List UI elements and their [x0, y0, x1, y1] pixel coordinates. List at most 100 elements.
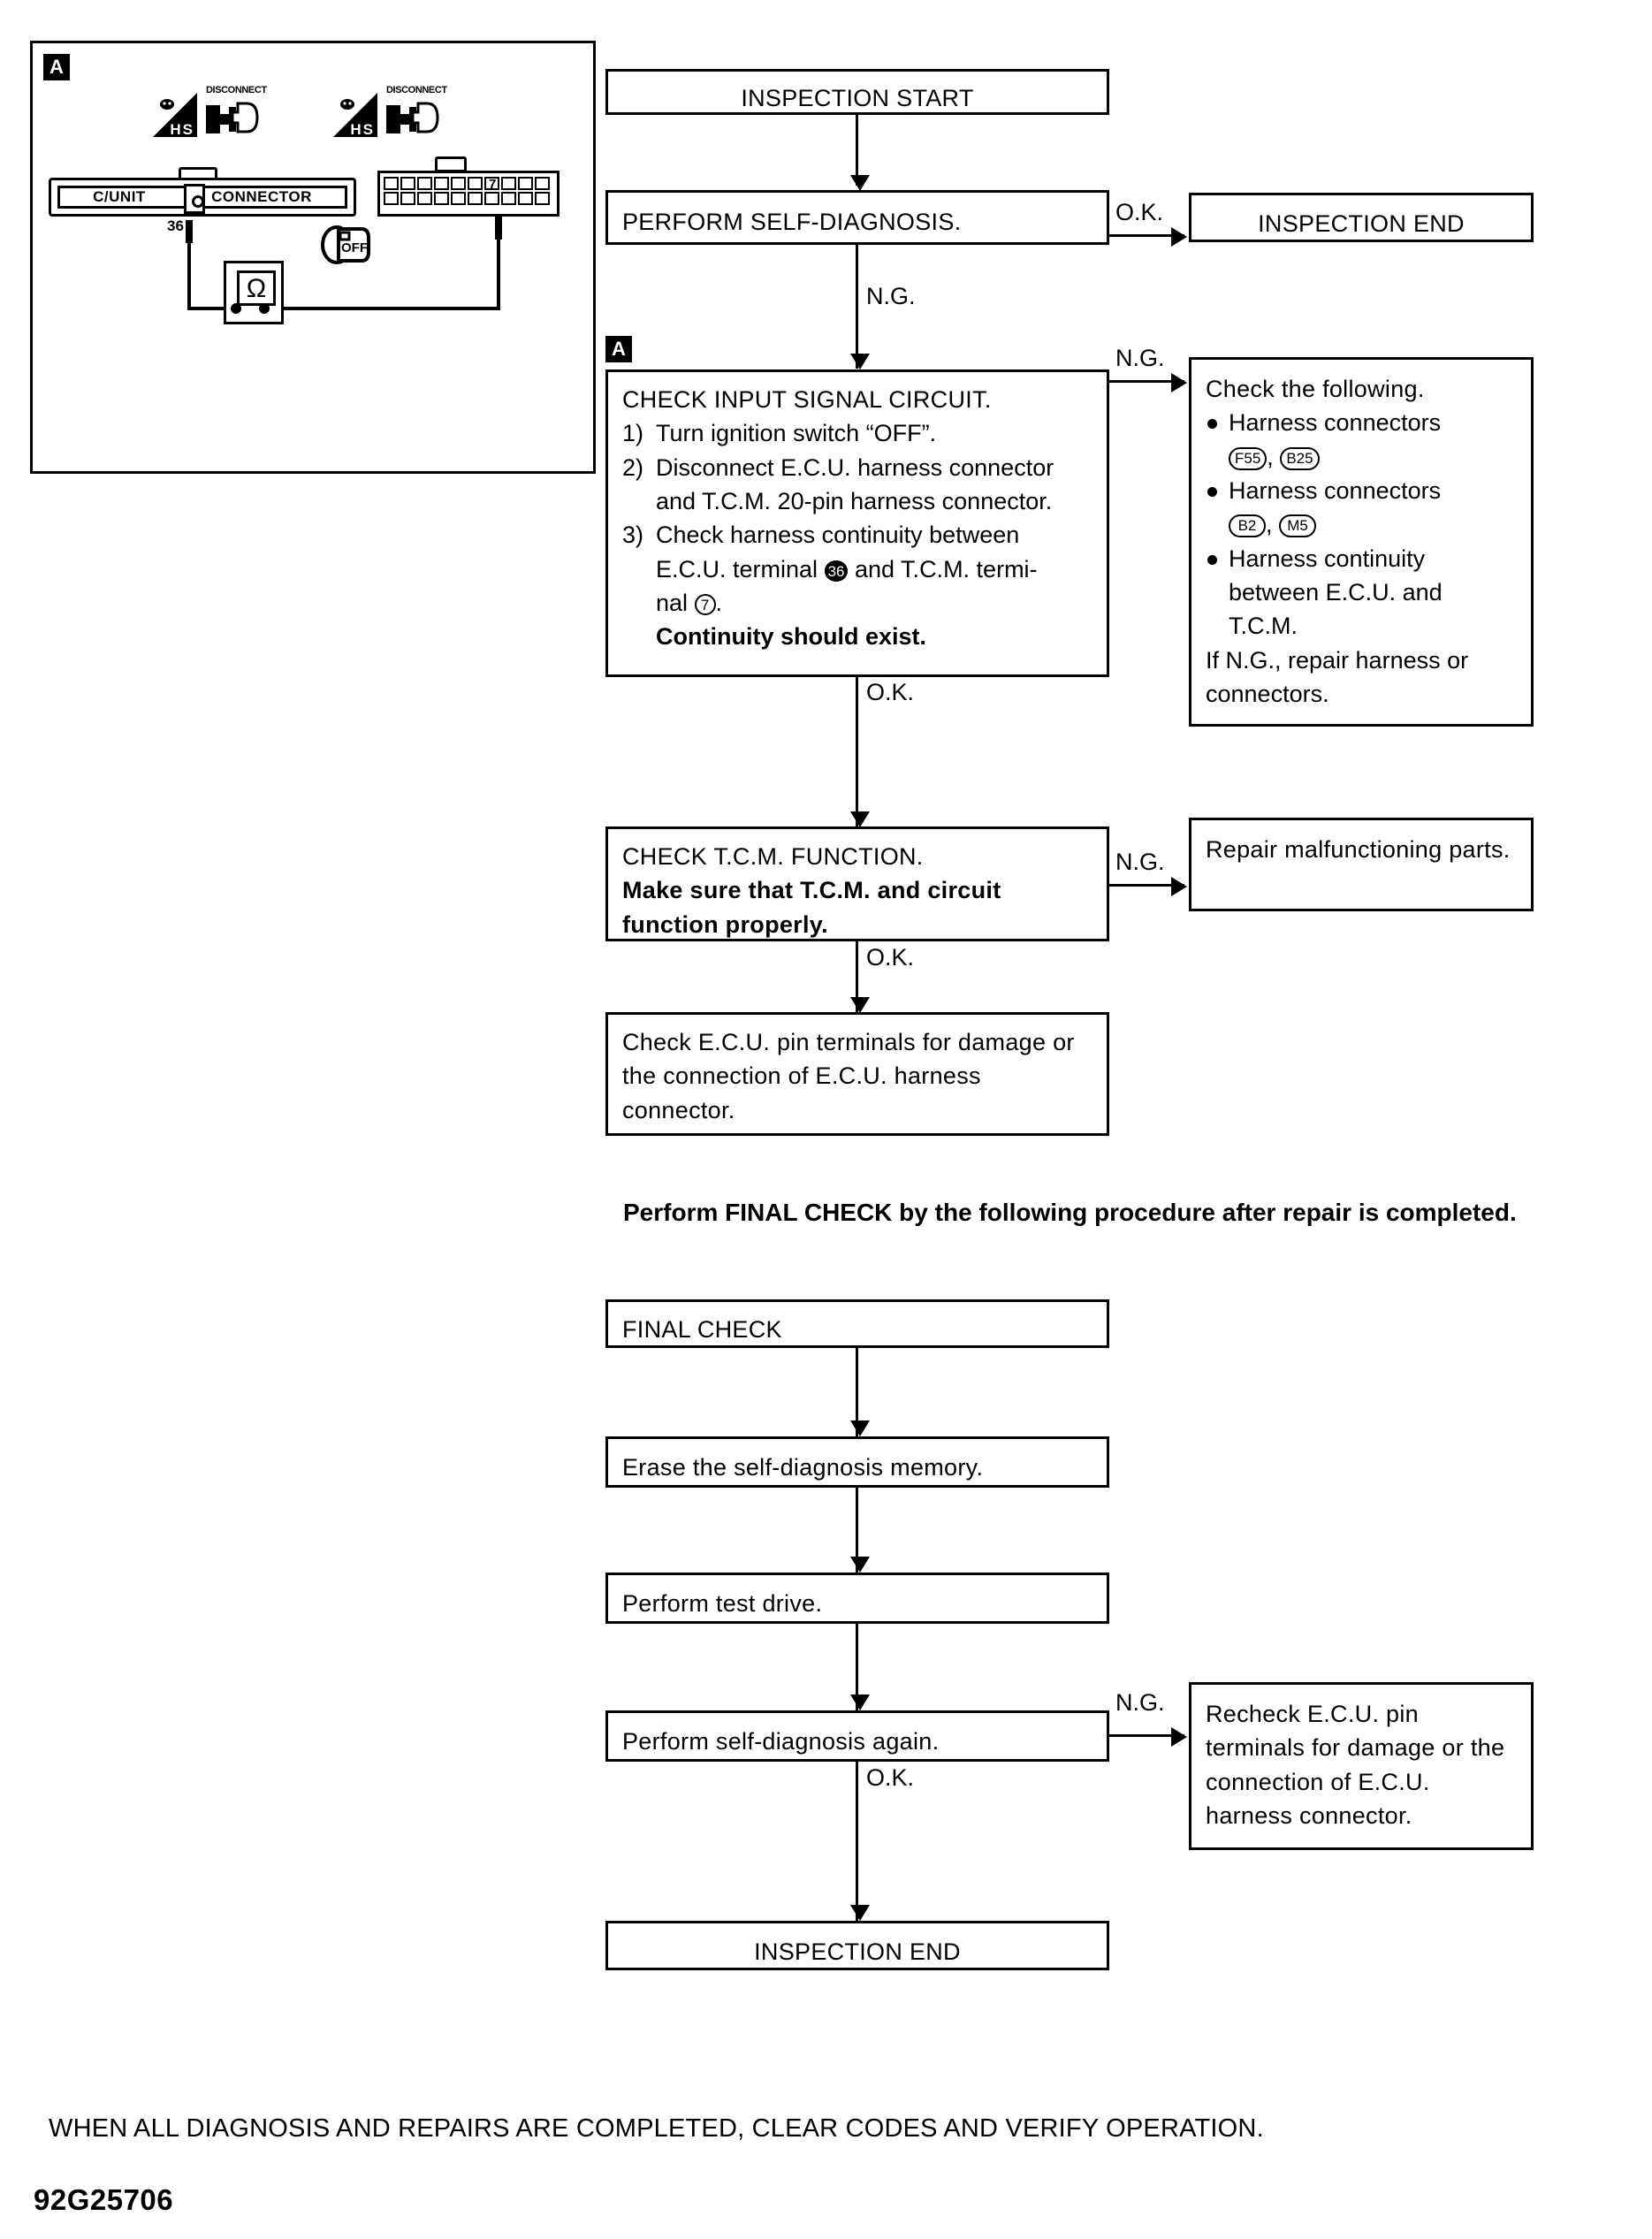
check-input-conclusion: Continuity should exist. — [656, 623, 927, 651]
disconnect-label-2: DISCONNECT — [386, 85, 447, 95]
step-2: 2) Disconnect E.C.U. harness connector — [622, 453, 1054, 481]
connector-code-b25: B25 — [1280, 446, 1320, 470]
box-repair-malfunctioning-parts: Repair malfunctioning parts. — [1189, 818, 1534, 911]
box-self-diagnosis-again: Perform self-diagnosis again. — [605, 1710, 1109, 1762]
ecu-terminal-circle: 36 — [824, 560, 849, 582]
arrowhead-selfdiag-ng — [850, 354, 870, 369]
ohm-symbol: Ω — [237, 270, 276, 306]
disconnect-label-1: DISCONNECT — [206, 85, 267, 95]
flow-marker-a: A — [605, 336, 632, 362]
page-code: 92G25706 — [34, 2183, 174, 2216]
box-check-tcm-function: CHECK T.C.M. FUNCTION. Make sure that T.… — [605, 826, 1109, 941]
arrowhead-checkinput-ng — [1171, 373, 1187, 392]
meter-terminal-left — [231, 303, 241, 314]
connector-code-f55: F55 — [1229, 446, 1268, 470]
box-perform-self-diagnosis: PERFORM SELF-DIAGNOSIS. — [605, 190, 1109, 245]
box-inspection-start: INSPECTION START — [605, 69, 1109, 115]
box-final-check: FINAL CHECK — [605, 1299, 1109, 1348]
arrowhead-tcm-ng — [1171, 877, 1187, 896]
ecu-strip-key-slot — [184, 184, 205, 214]
box-perform-test-drive: Perform test drive. — [605, 1573, 1109, 1624]
arrowhead-selfdiag2-ng — [1171, 1727, 1187, 1747]
check-input-steps: 1) Turn ignition switch “OFF”. 2) Discon… — [622, 416, 1092, 653]
edge-label-ng-4: N.G. — [1115, 1689, 1165, 1716]
arrowhead-selfdiag-ok — [1171, 227, 1187, 247]
lead-left-vertical — [187, 243, 191, 310]
step-3-cont-a: E.C.U. terminal 36 and T.C.M. termi- — [656, 555, 1038, 583]
ecu-strip-left-label: C/UNIT — [93, 188, 146, 205]
hs-label-2: HS — [350, 121, 375, 137]
connector-start-to-selfdiag — [856, 115, 858, 186]
step-1: 1) Turn ignition switch “OFF”. — [622, 420, 937, 447]
arrowhead-testdrive-selfdiag — [850, 1694, 870, 1710]
edge-label-ng-1: N.G. — [866, 283, 916, 309]
edge-label-ok-3: O.K. — [866, 944, 915, 971]
bullet-harness-connectors-2: Harness connectors B2, M5 — [1206, 474, 1517, 542]
arrowhead-checkinput-ok — [850, 811, 870, 827]
connector-erase-testdrive — [856, 1488, 858, 1573]
probe-tip-left — [186, 220, 193, 243]
connector-finalcheck-erase — [856, 1348, 858, 1436]
connector-tcm-ok — [856, 941, 858, 1012]
hs-badge-icon-2: HS — [333, 93, 377, 137]
probe-tip-right — [495, 217, 502, 240]
ecu-strip-right-label: CONNECTOR — [211, 188, 312, 205]
tcm-terminal-circle: 7 — [694, 593, 716, 615]
pin-row-bottom — [384, 192, 553, 205]
connector-testdrive-selfdiag — [856, 1624, 858, 1710]
pin-row-top — [384, 177, 553, 190]
hs-badge-icon-1: HS — [153, 93, 197, 137]
svg-text:OFF: OFF — [341, 240, 368, 255]
box-check-the-following: Check the following. Harness connectors … — [1189, 357, 1534, 727]
disconnect-plug-icon-1 — [206, 102, 259, 133]
lead-right-horizontal — [264, 307, 500, 310]
connector-selfdiag2-ng — [1109, 1734, 1184, 1737]
hs-label-1: HS — [170, 121, 194, 137]
connector-tcm-ng — [1109, 884, 1184, 887]
connector-checkinput-ng — [1109, 380, 1184, 383]
edge-label-ok-4: O.K. — [866, 1764, 915, 1791]
arrowhead-finalcheck-erase — [850, 1420, 870, 1436]
edge-label-ng-3: N.G. — [1115, 849, 1165, 875]
tcm-terminal-number: 7 — [489, 177, 497, 192]
meter-terminal-right — [259, 303, 270, 314]
edge-label-ok-1: O.K. — [1115, 199, 1164, 225]
arrowhead-tcm-ok — [850, 997, 870, 1013]
check-following-bullets: Harness connectors F55, B25 Harness conn… — [1206, 406, 1517, 643]
edge-label-ok-2: O.K. — [866, 679, 915, 705]
ecu-terminal-number: 36 — [167, 217, 184, 234]
arrowhead-erase-testdrive — [850, 1557, 870, 1573]
ignition-off-icon: OFF — [321, 225, 370, 264]
lead-right-vertical — [497, 240, 500, 310]
box-inspection-end-bottom: INSPECTION END — [605, 1921, 1109, 1970]
arrowhead-start-to-selfdiag — [850, 175, 870, 191]
connector-selfdiag-ok — [1109, 234, 1184, 237]
ecu-connector-strip: C/UNIT CONNECTOR — [49, 178, 356, 217]
check-following-footer: If N.G., repair harness or connectors. — [1206, 646, 1469, 707]
box-erase-memory: Erase the self-diagnosis memory. — [605, 1436, 1109, 1488]
box-recheck-ecu-pins: Recheck E.C.U. pin terminals for damage … — [1189, 1682, 1534, 1850]
bullet-harness-continuity: Harness continuity between E.C.U. and T.… — [1206, 542, 1517, 644]
step-3: 3) Check harness continuity between — [622, 522, 1020, 549]
connector-selfdiag-ng — [856, 245, 858, 369]
connector-selfdiag2-ok — [856, 1762, 858, 1921]
final-check-heading: Perform FINAL CHECK by the following pro… — [623, 1199, 1517, 1226]
step-2-cont: and T.C.M. 20-pin harness connector. — [656, 487, 1053, 514]
box-inspection-end-top: INSPECTION END — [1189, 193, 1534, 242]
tcm-20-pin-connector — [377, 171, 560, 217]
technician-head-icon-2 — [340, 99, 354, 110]
arrowhead-selfdiag2-ok — [850, 1905, 870, 1921]
wiring-illustration-panel: A HS DISCONNECT HS DISCONNEC — [30, 41, 596, 474]
footer-note: WHEN ALL DIAGNOSIS AND REPAIRS ARE COMPL… — [49, 2114, 1264, 2143]
connector-code-b2: B2 — [1229, 514, 1266, 538]
ohmmeter: Ω — [224, 261, 284, 324]
technician-head-icon — [160, 99, 174, 110]
bullet-harness-connectors-1: Harness connectors F55, B25 — [1206, 406, 1517, 474]
edge-label-ng-2: N.G. — [1115, 345, 1165, 371]
disconnect-plug-icon-2 — [386, 102, 439, 133]
box-check-ecu-pin-terminals: Check E.C.U. pin terminals for damage or… — [605, 1012, 1109, 1136]
panel-marker-a: A — [43, 54, 70, 80]
box-check-input-signal-circuit: CHECK INPUT SIGNAL CIRCUIT. 1) Turn igni… — [605, 369, 1109, 677]
connector-code-m5: M5 — [1279, 514, 1317, 538]
